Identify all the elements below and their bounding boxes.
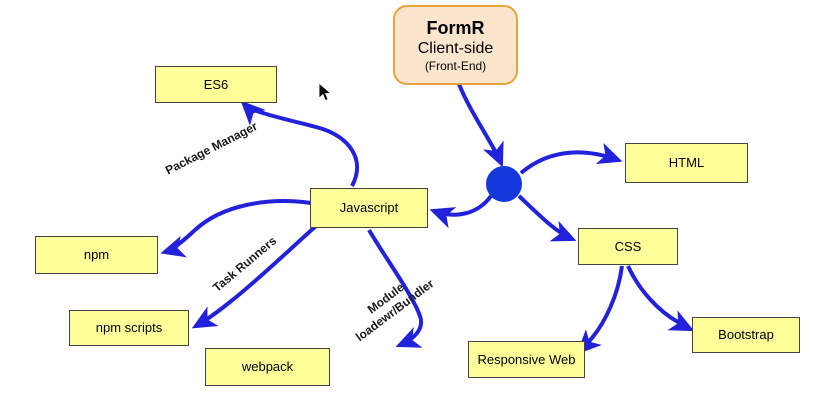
edge-hub-to-css <box>517 194 577 242</box>
node-responsive-web-label: Responsive Web <box>477 351 576 367</box>
node-npm[interactable]: npm <box>35 236 158 274</box>
node-npm-scripts[interactable]: npm scripts <box>69 310 189 346</box>
node-es6-label: ES6 <box>203 76 229 92</box>
node-javascript[interactable]: Javascript <box>310 188 428 228</box>
node-css-label: CSS <box>614 238 642 254</box>
edge-css-to-bootstrap <box>626 265 695 332</box>
node-formr-title: FormR <box>426 17 485 38</box>
node-bootstrap[interactable]: Bootstrap <box>692 317 800 353</box>
edge-javascript-to-npm <box>160 199 312 258</box>
node-npm-label: npm <box>83 247 110 263</box>
hub-node[interactable] <box>486 166 522 202</box>
node-javascript-label: Javascript <box>339 200 399 216</box>
edge-label-task-runners: Task Runners <box>210 234 280 296</box>
node-formr-caption: (Front-End) <box>424 59 487 74</box>
edge-formr-to-hub <box>457 83 504 168</box>
node-html[interactable]: HTML <box>625 143 748 183</box>
node-bootstrap-label: Bootstrap <box>718 327 774 343</box>
node-formr-subtitle: Client-side <box>417 40 494 58</box>
edge-javascript-to-npm-scripts <box>191 224 318 329</box>
edge-label-package-manager: Package Manager <box>163 119 260 178</box>
node-npm-scripts-label: npm scripts <box>95 320 163 336</box>
edge-label-package-manager-text: Package Manager <box>163 118 260 178</box>
edge-hub-to-javascript <box>429 194 493 229</box>
node-webpack[interactable]: webpack <box>205 348 330 386</box>
edge-css-to-responsive-web <box>576 265 624 355</box>
node-responsive-web[interactable]: Responsive Web <box>468 341 585 378</box>
edge-hub-to-html <box>519 142 623 175</box>
node-webpack-label: webpack <box>241 359 294 375</box>
mouse-pointer-icon <box>318 82 332 102</box>
node-es6[interactable]: ES6 <box>155 66 277 103</box>
node-html-label: HTML <box>668 155 705 171</box>
edge-label-module-bundler: Module loadewr/Bundler <box>344 264 437 345</box>
edge-javascript-to-es6 <box>240 100 359 187</box>
edge-label-task-runners-text: Task Runners <box>210 233 280 295</box>
node-formr[interactable]: FormR Client-side (Front-End) <box>393 5 518 85</box>
node-css[interactable]: CSS <box>578 228 678 265</box>
